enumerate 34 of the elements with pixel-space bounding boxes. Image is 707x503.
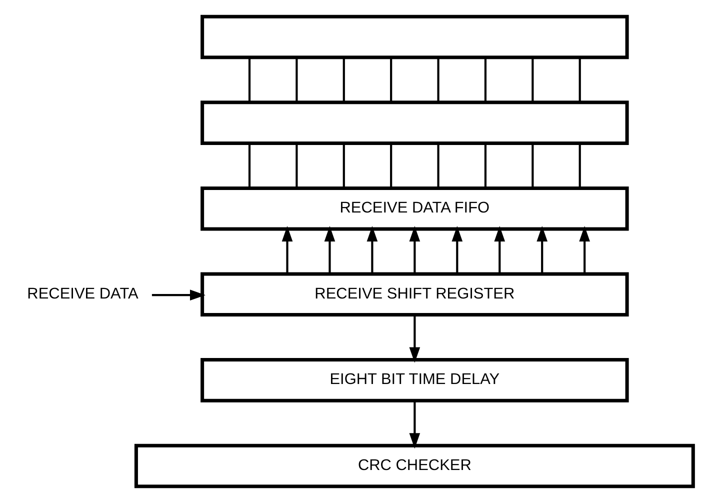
connector: [437, 144, 440, 188]
arrow: [536, 226, 548, 274]
arrow: [409, 315, 420, 363]
connector: [390, 144, 392, 188]
arrow: [282, 226, 293, 274]
connector: [532, 144, 534, 188]
connector: [578, 58, 581, 102]
connector: [484, 144, 487, 188]
node-box: EIGHT BIT TIME DELAY: [200, 358, 629, 402]
arrow: [152, 290, 206, 301]
connector: [342, 58, 345, 102]
arrow: [494, 226, 506, 274]
node-box: [200, 14, 629, 60]
connector: [296, 58, 298, 102]
connector: [342, 144, 345, 188]
connector: [484, 58, 487, 102]
arrow: [452, 226, 463, 274]
arrow: [579, 226, 590, 274]
connector: [437, 58, 440, 102]
node-text: RECEIVE DATA: [27, 285, 138, 302]
arrow: [409, 226, 420, 274]
connector: [296, 144, 298, 188]
arrow: [366, 226, 378, 274]
connector: [390, 58, 392, 102]
node-box: CRC CHECKER: [134, 444, 695, 488]
arrow: [409, 400, 420, 449]
connector: [532, 58, 534, 102]
connector: [248, 144, 251, 188]
node-box: RECEIVE SHIFT REGISTER: [200, 272, 629, 317]
node-box: [200, 100, 629, 145]
arrow: [324, 226, 336, 274]
node-box: RECEIVE DATA FIFO: [200, 186, 629, 231]
connector: [578, 144, 581, 188]
connector: [248, 58, 251, 102]
